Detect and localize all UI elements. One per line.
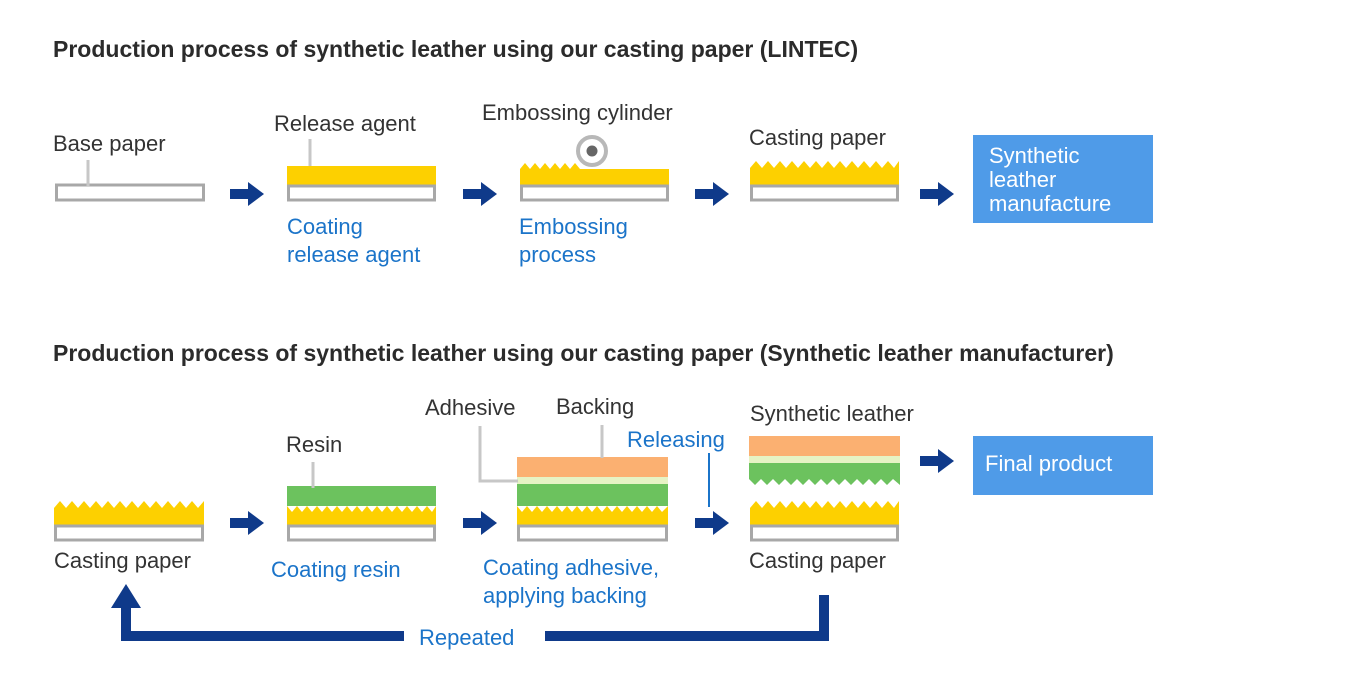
embossing-cylinder-icon (576, 135, 608, 167)
adhesive-leader (478, 426, 518, 483)
casting-paper-end-sheet (750, 501, 899, 542)
arrow-right-icon (920, 182, 954, 206)
box-line: Synthetic (989, 143, 1080, 168)
casting-paper-start-label: Casting paper (54, 548, 191, 573)
embossing-paper (520, 163, 669, 202)
box-line: manufacture (989, 191, 1112, 216)
base-paper-label: Base paper (53, 131, 166, 156)
synthetic-leather-layers (749, 436, 900, 485)
casting-paper-sheet (750, 161, 899, 202)
final-product-box: Final product (973, 436, 1153, 495)
base-paper-sheet (55, 183, 205, 202)
box-line: Final product (985, 451, 1113, 476)
section1-title: Production process of synthetic leather … (53, 36, 859, 62)
section2-title: Production process of synthetic leather … (53, 340, 1114, 366)
embossing-cylinder-label: Embossing cylinder (482, 100, 673, 125)
step-line: release agent (287, 242, 421, 267)
synthetic-leather-label: Synthetic leather (750, 401, 914, 426)
arrow-right-icon (695, 182, 729, 206)
adhesive-label: Adhesive (425, 395, 516, 420)
casting-paper-start-sheet (54, 501, 204, 542)
backing-label: Backing (556, 394, 635, 419)
step-line: Coating adhesive, (483, 555, 660, 580)
casting-paper-label: Casting paper (749, 125, 886, 150)
resin-label: Resin (286, 432, 343, 457)
resin-coated-paper (287, 486, 436, 542)
step-line: process (519, 242, 597, 267)
arrow-right-icon (463, 182, 497, 206)
box-line: leather (989, 167, 1057, 192)
embossing-step: Embossing process (519, 213, 628, 269)
repeated-loop-arrow (111, 584, 829, 641)
adhesive-backing-paper (517, 457, 668, 542)
coating-release-step: Coating release agent (287, 213, 420, 269)
step-line: Embossing (519, 214, 628, 239)
repeated-label: Repeated (419, 625, 515, 650)
arrow-right-icon (463, 511, 497, 535)
arrow-right-icon (695, 511, 729, 535)
arrow-right-icon (920, 449, 954, 473)
step-line: applying backing (483, 583, 647, 608)
arrow-right-icon (230, 182, 264, 206)
coating-adhesive-step: Coating adhesive, applying backing (483, 554, 659, 610)
step-line: Coating (287, 214, 363, 239)
releasing-step: Releasing (627, 427, 725, 452)
casting-paper-end-label: Casting paper (749, 548, 886, 573)
release-agent-label: Release agent (274, 111, 416, 136)
arrow-right-icon (230, 511, 264, 535)
coating-resin-step: Coating resin (271, 557, 401, 582)
release-coated-paper (287, 166, 436, 202)
synthetic-leather-manufacture-box: Synthetic leather manufacture (973, 135, 1153, 223)
